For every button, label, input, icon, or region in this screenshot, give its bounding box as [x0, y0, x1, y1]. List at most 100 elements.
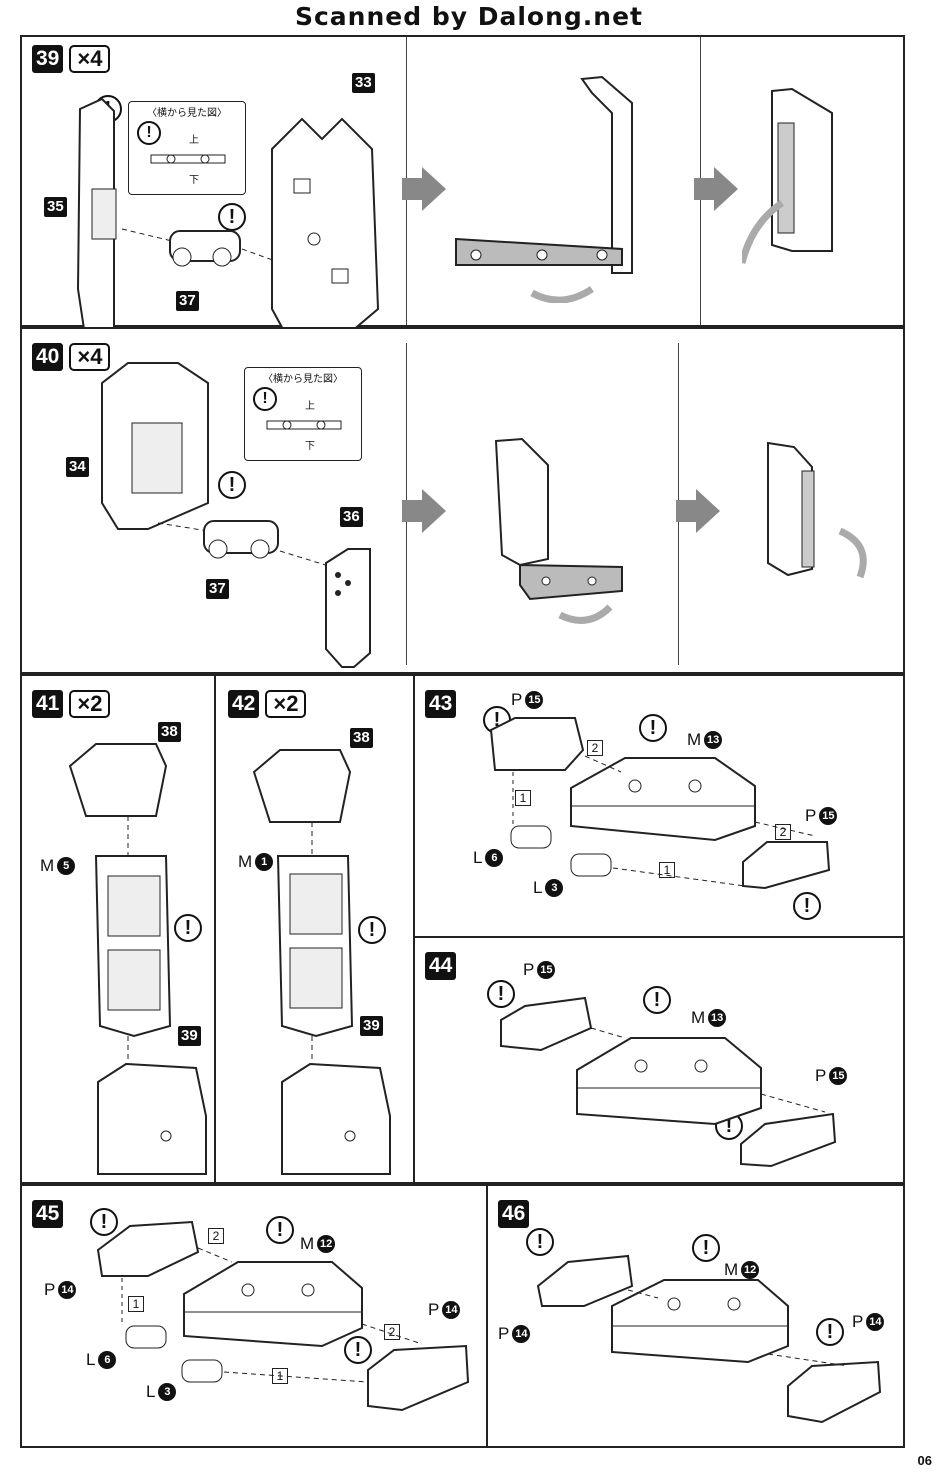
warning-icon: !: [643, 986, 671, 1014]
down-label: 下: [305, 441, 315, 452]
step-46-header: 46: [498, 1200, 530, 1228]
warning-icon: !: [174, 914, 202, 942]
side-view-callout: 〈横から見た図〉 ! 上 下: [128, 101, 246, 195]
warning-icon: !: [253, 387, 277, 411]
side-view-label: 〈横から見た図〉: [263, 374, 343, 385]
part-number-39: 39: [360, 1016, 383, 1036]
warning-icon: !: [90, 1208, 118, 1236]
joint-side-view-icon: [150, 154, 226, 164]
quantity-badge: ×4: [69, 343, 111, 371]
down-label: 下: [189, 175, 199, 186]
warning-icon: !: [526, 1228, 554, 1256]
step-45-header: 45: [32, 1200, 64, 1228]
step-39-assembly-drawing: [76, 97, 380, 329]
step-39-panel: 39 ×4 〈横から見た図〉 ! 上 下 ! ! 35 37 33: [20, 35, 905, 329]
order-box-2: 2: [384, 1324, 400, 1340]
warning-icon: !: [692, 1234, 720, 1262]
step-41-header: 41 ×2: [32, 690, 111, 718]
quantity-badge: ×2: [265, 690, 307, 718]
order-box-2: 2: [208, 1228, 224, 1244]
step-number: 45: [32, 1200, 64, 1228]
runner-number: 5: [57, 857, 76, 875]
step-40-rotate-drawing: [494, 437, 623, 624]
step-41-assembly-drawing: [68, 743, 207, 1175]
warning-icon: !: [344, 1336, 372, 1364]
order-box-1: 1: [659, 862, 675, 878]
part-number-38: 38: [158, 722, 181, 742]
part-number-38: 38: [350, 728, 373, 748]
step-40-result-drawing: [767, 441, 867, 579]
step-39-rotate-drawing: [455, 75, 633, 303]
step-42-header: 42 ×2: [228, 690, 307, 718]
step-number: 46: [498, 1200, 530, 1228]
step-39-result-drawing: [742, 87, 833, 264]
part-number-37: 37: [206, 579, 229, 599]
part-number-36: 36: [340, 507, 363, 527]
scan-header: Scanned by Dalong.net: [294, 2, 643, 31]
next-arrow-icon: [402, 489, 446, 533]
step-40-header: 40 ×4: [32, 343, 111, 371]
part-number-33: 33: [352, 73, 375, 93]
order-box-1: 1: [128, 1296, 144, 1312]
up-label: 上: [189, 135, 199, 146]
side-view-callout: 〈横から見た図〉 ! 上 下: [244, 367, 362, 461]
step-number: 44: [425, 952, 457, 980]
part-number-39: 39: [178, 1026, 201, 1046]
step-39-header: 39 ×4: [32, 45, 111, 73]
up-label: 上: [305, 401, 315, 412]
step-number: 39: [32, 45, 64, 73]
step-44-assembly-drawing: [500, 996, 837, 1168]
warning-icon: !: [266, 1216, 294, 1244]
part-number-37: 37: [176, 291, 199, 311]
step-number: 43: [425, 690, 457, 718]
step-43-assembly-drawing: [489, 717, 831, 890]
next-arrow-icon: [402, 167, 446, 211]
quantity-badge: ×2: [69, 690, 111, 718]
quantity-badge: ×4: [69, 45, 111, 73]
warning-icon: !: [218, 203, 246, 231]
warning-icon: !: [639, 714, 667, 742]
side-view-label: 〈横から見た図〉: [147, 108, 227, 119]
step-number: 40: [32, 343, 64, 371]
order-box-1: 1: [515, 790, 531, 806]
page-number: 06: [917, 1453, 932, 1468]
part-number-34: 34: [66, 457, 89, 477]
step-45-panel: 45 P14 M12 P14 L6 L3 ! ! ! 2 1 2 1: [20, 1184, 488, 1448]
step-number: 42: [228, 690, 260, 718]
next-arrow-icon: [694, 167, 738, 211]
step-43-header: 43: [425, 690, 457, 718]
step-number: 41: [32, 690, 64, 718]
warning-icon: !: [816, 1318, 844, 1346]
warning-icon: !: [358, 916, 386, 944]
warning-icon: !: [218, 471, 246, 499]
step-46-assembly-drawing: [536, 1254, 882, 1424]
step-44-header: 44: [425, 952, 457, 980]
warning-icon: !: [137, 121, 161, 145]
step-40-assembly-drawing: [101, 362, 371, 668]
step-40-panel: 40 ×4 〈横から見た図〉 ! 上 下 ! 34 37 36: [20, 327, 905, 674]
next-arrow-icon: [676, 489, 720, 533]
joint-side-view-icon: [266, 420, 342, 430]
runner-number: 1: [255, 853, 274, 871]
